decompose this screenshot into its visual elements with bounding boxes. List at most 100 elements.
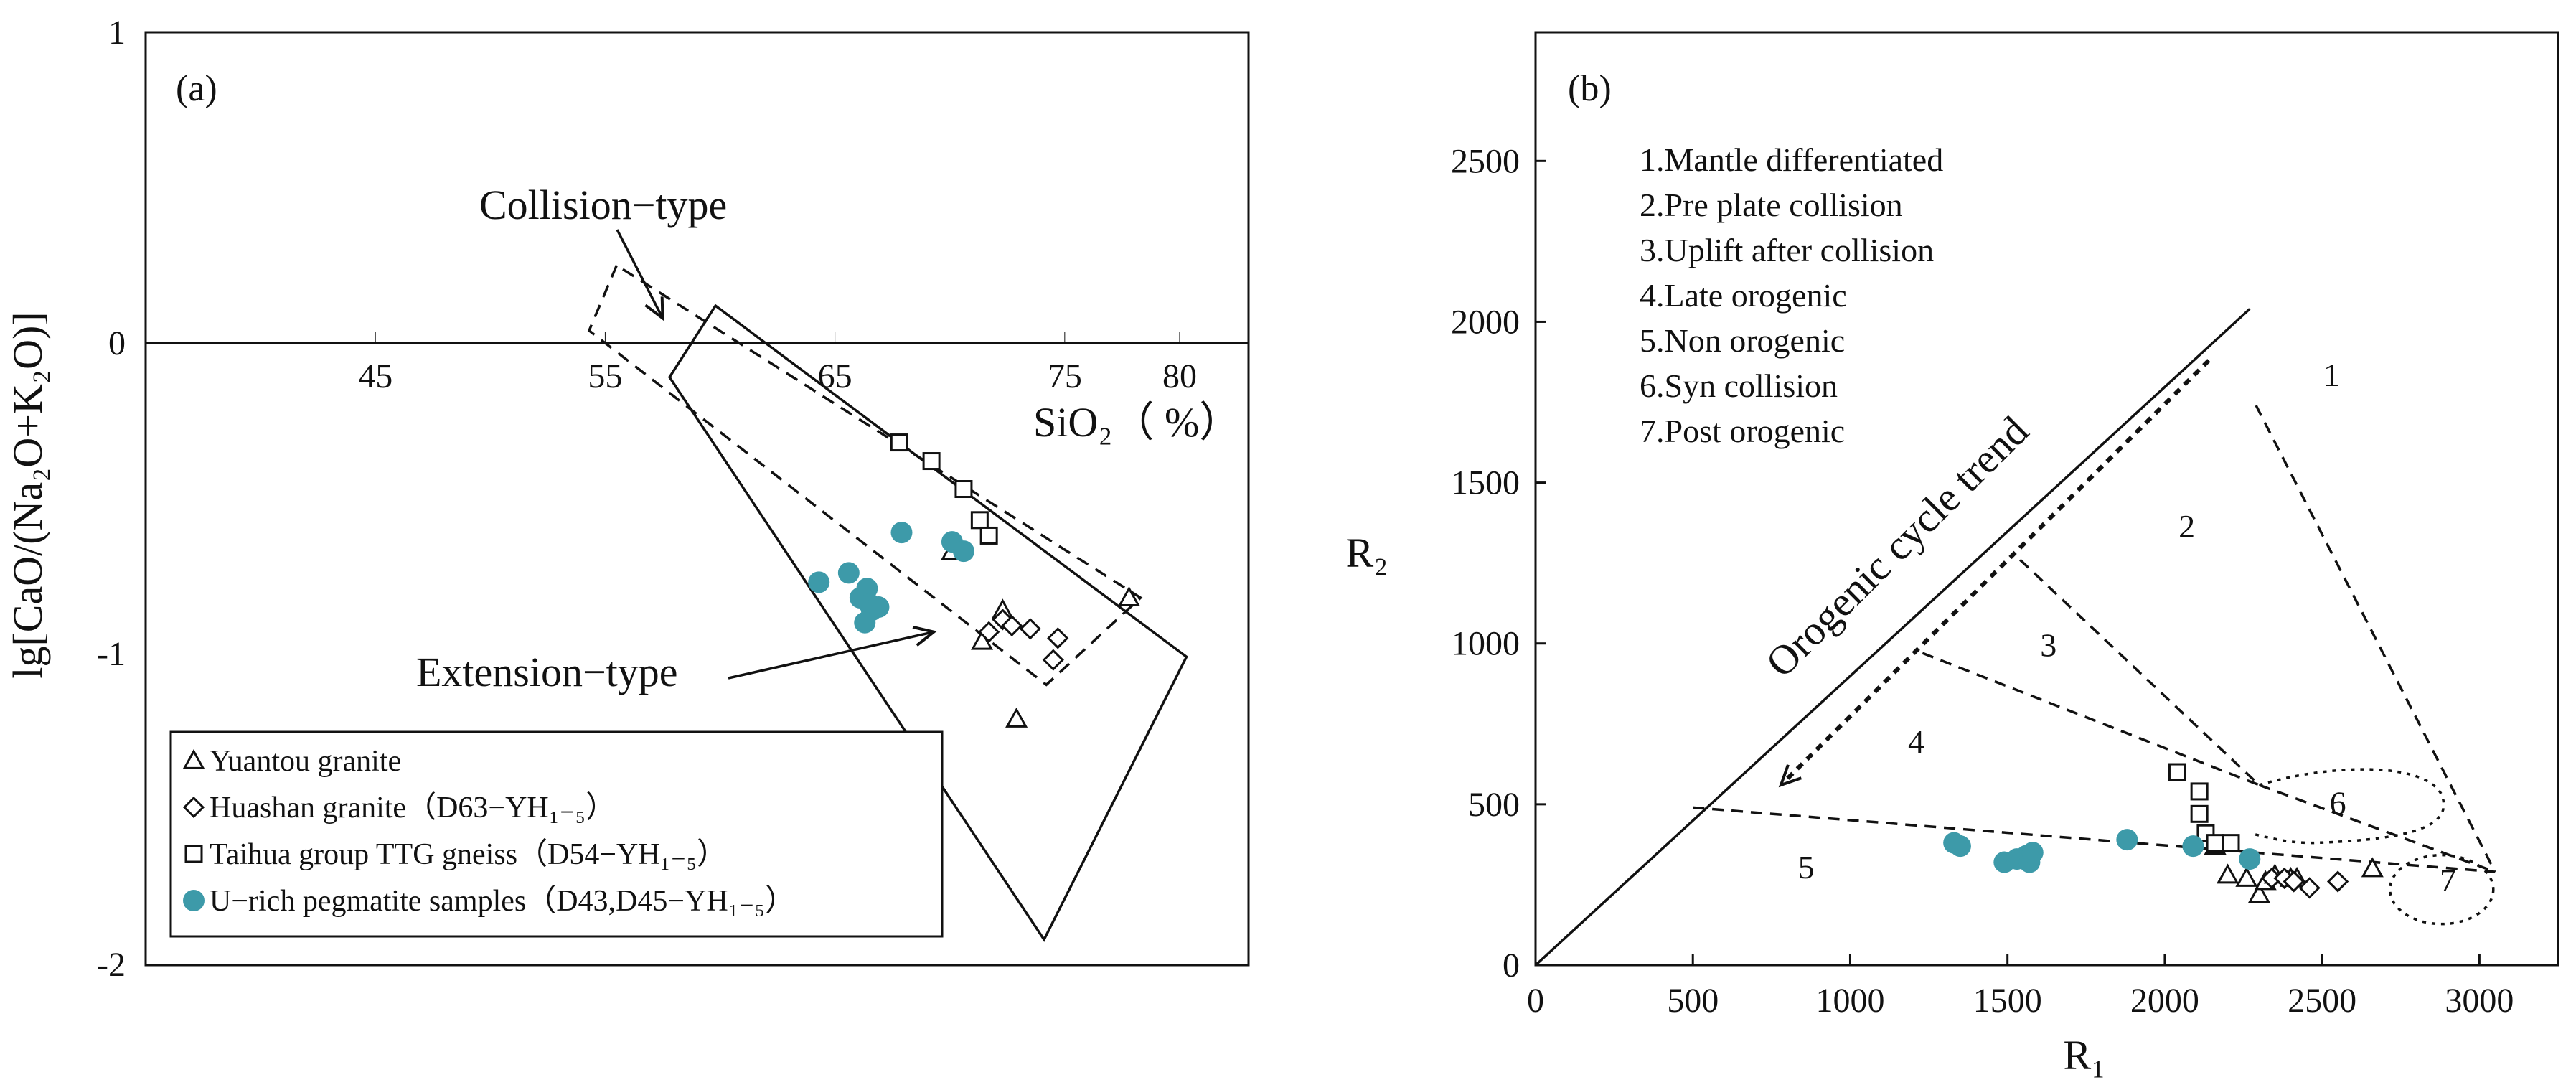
field-7-ellipse xyxy=(2389,853,2495,926)
legend-label-pegmatite: U−rich pegmatite samples（D43,D45−YH₁₋₅） xyxy=(210,885,795,918)
collision-type-field xyxy=(587,263,1143,687)
data-point-square xyxy=(184,845,203,863)
plot-frame-b xyxy=(1534,31,2559,967)
x-tick-label-b: 2000 xyxy=(2130,982,2199,1020)
upper-solid-boundary xyxy=(1534,308,2251,967)
data-point-diamond xyxy=(2283,870,2305,893)
plot-frame-a xyxy=(144,31,1250,967)
data-point-square xyxy=(2222,834,2240,852)
data-point-square xyxy=(2168,763,2186,781)
x-tick-label-b: 1500 xyxy=(1973,982,2042,1020)
data-point-circle xyxy=(868,596,890,619)
data-point-square xyxy=(979,526,998,545)
data-point-square xyxy=(890,433,908,452)
field-2-3-boundary xyxy=(2019,558,2260,786)
data-point-diamond xyxy=(1001,614,1023,637)
panel-label-a: (a) xyxy=(176,68,217,109)
x-tick-label-a: 45 xyxy=(358,357,392,395)
legend-label-huashan: Huashan granite（D63−YH₁₋₅） xyxy=(210,791,616,824)
data-point-triangle xyxy=(1005,707,1028,728)
y-ticks-a: 1 0 -1 -2 xyxy=(97,14,126,984)
field-list-item-2: 2.Pre plate collision xyxy=(1640,187,1903,223)
data-point-square xyxy=(2190,782,2209,801)
collision-arrow-shaft xyxy=(616,229,664,319)
x-tick-label-a: 75 xyxy=(1048,357,1082,395)
x-tick-label-b: 3000 xyxy=(2445,982,2514,1020)
y-tick-label-a: -2 xyxy=(97,946,126,984)
field-6-lower-boundary xyxy=(2258,784,2496,873)
data-point-diamond xyxy=(1047,627,1069,649)
region-number: 1 xyxy=(2323,357,2340,393)
data-point-circle xyxy=(854,611,876,634)
data-point-square xyxy=(2190,804,2209,823)
data-point-square xyxy=(2206,834,2224,852)
field-list-item-1: 1.Mantle differentiated xyxy=(1640,141,1943,178)
extension-type-label: Extension−type xyxy=(416,649,678,695)
data-point-diamond xyxy=(1042,649,1064,671)
x-tick-label-b: 1000 xyxy=(1815,982,1884,1020)
legend-marker-circle xyxy=(183,890,205,911)
field-1-boundary xyxy=(2255,405,2496,873)
annotation-arrows-a xyxy=(616,229,937,680)
data-point-diamond xyxy=(2298,877,2321,899)
data-point-triangle xyxy=(2235,866,2258,887)
y-tick-label-b: 2000 xyxy=(1451,303,1520,341)
legend-entry-pegmatite: U−rich pegmatite samples（D43,D45−YH₁₋₅） xyxy=(183,885,795,918)
legend-entry-yuantou: Yuantou granite xyxy=(182,745,401,778)
data-point-diamond xyxy=(978,621,1000,643)
data-point-triangle xyxy=(2217,863,2239,884)
data-points-b xyxy=(1943,763,2384,903)
legend-entry-taihua: Taihua group TTG gneiss（D54−YH₁₋₅） xyxy=(184,838,727,871)
tectonic-fields-b xyxy=(1534,308,2496,967)
collision-type-label: Collision−type xyxy=(479,182,727,228)
data-point-circle xyxy=(2116,829,2138,851)
trend-arrow-shaft xyxy=(1779,359,2211,787)
data-point-triangle xyxy=(2361,857,2384,878)
data-point-square xyxy=(922,452,941,471)
legend-label-taihua: Taihua group TTG gneiss（D54−YH₁₋₅） xyxy=(210,838,727,871)
y-tick-label-b: 0 xyxy=(1503,946,1520,985)
y-axis-title-b: R₂ xyxy=(1346,530,1388,576)
region-number: 6 xyxy=(2330,784,2346,821)
legend-marker-triangle xyxy=(182,748,205,769)
field-list-item-5: 5.Non orogenic xyxy=(1640,322,1845,359)
region-number: 5 xyxy=(1798,849,1815,885)
region-number: 4 xyxy=(1908,723,1924,760)
data-point-triangle xyxy=(182,748,205,769)
y-tick-label-a: -1 xyxy=(97,635,126,673)
legend-label-yuantou: Yuantou granite xyxy=(210,745,401,778)
legend-entry-huashan: Huashan granite（D63−YH₁₋₅） xyxy=(182,791,616,824)
y-tick-label-b: 1500 xyxy=(1451,464,1520,502)
y-tick-label-a: 0 xyxy=(108,324,126,362)
field-list-item-7: 7.Post orogenic xyxy=(1640,413,1845,449)
tectonic-fields-a xyxy=(587,263,1188,942)
x-tick-label-b: 2500 xyxy=(2288,982,2356,1020)
data-point-square xyxy=(970,511,989,530)
data-point-circle xyxy=(2021,842,2044,864)
x-tick-label-b: 0 xyxy=(1527,982,1544,1020)
x-tick-label-a: 55 xyxy=(588,357,622,395)
field-list-item-4: 4.Late orogenic xyxy=(1640,277,1847,314)
region-number: 7 xyxy=(2440,862,2456,898)
y-axis-title-a: lg[CaO/(Na₂O+K₂O)] xyxy=(4,311,51,678)
data-point-circle xyxy=(2239,848,2261,870)
x-tick-label-b: 500 xyxy=(1667,982,1719,1020)
collision-arrow-head xyxy=(644,296,664,321)
x-tick-label-a: 65 xyxy=(818,357,852,395)
data-point-diamond xyxy=(2326,870,2349,893)
data-point-diamond xyxy=(1019,618,1041,640)
x-axis-title-a: SiO₂（ %） xyxy=(1033,399,1241,446)
panel-label-b: (b) xyxy=(1568,68,1612,109)
field-list-item-3: 3.Uplift after collision xyxy=(1640,232,1934,268)
data-point-circle xyxy=(808,571,830,593)
data-point-circle xyxy=(837,562,860,584)
data-point-circle xyxy=(890,522,913,544)
trend-arrow-head xyxy=(1778,764,1802,788)
y-tick-label-a: 1 xyxy=(108,14,126,52)
